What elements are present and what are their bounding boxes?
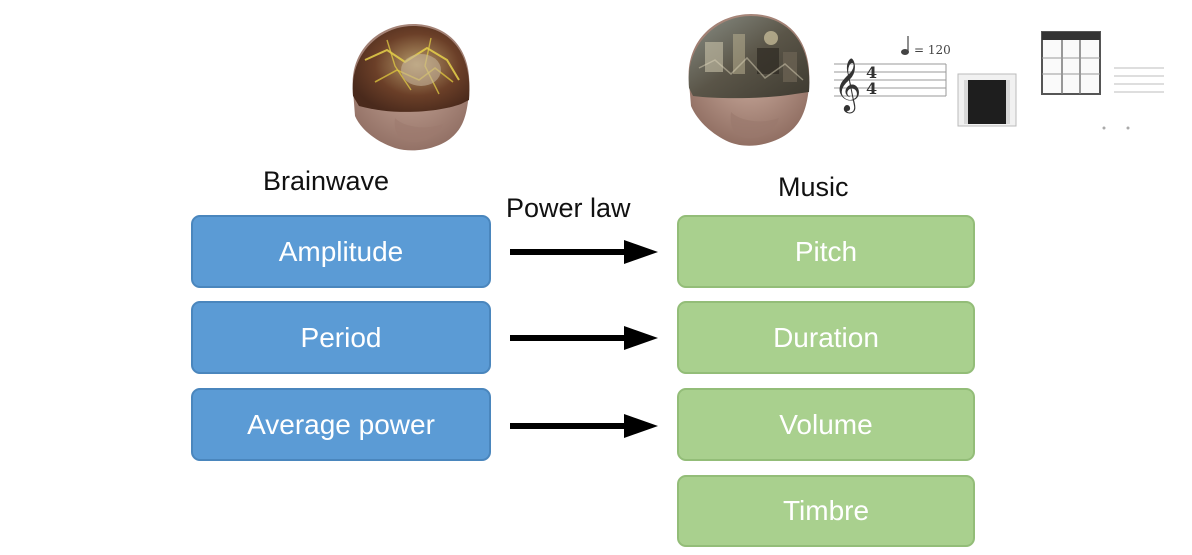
music-box-label: Volume xyxy=(779,408,873,440)
brainwave-box-label: Amplitude xyxy=(278,235,404,267)
arrow-period-to-duration xyxy=(510,326,658,350)
brainwave-box-amplitude: Amplitude xyxy=(191,215,491,288)
music-head-icon xyxy=(688,14,810,146)
arrow-average-power-to-volume xyxy=(510,414,658,438)
brainwave-box-average-power: Average power xyxy=(191,388,491,461)
music-box-pitch: Pitch xyxy=(677,215,975,288)
brain-activity-head-icon xyxy=(352,24,470,151)
music-score-icon: 𝄞 4 4 = 120 xyxy=(834,31,1164,130)
music-header: Music xyxy=(778,172,849,202)
music-box-timbre: Timbre xyxy=(677,475,975,547)
svg-text:𝄞: 𝄞 xyxy=(834,57,861,113)
svg-text:4: 4 xyxy=(866,63,877,82)
music-box-label: Pitch xyxy=(794,235,858,267)
svg-text:= 120: = 120 xyxy=(914,43,951,57)
arrow-amplitude-to-pitch xyxy=(510,240,658,264)
power-law-label: Power law xyxy=(506,193,631,223)
brainwave-box-label: Average power xyxy=(247,408,435,440)
music-box-duration: Duration xyxy=(677,301,975,374)
brainwave-box-period: Period xyxy=(191,301,491,374)
music-box-label: Timbre xyxy=(782,495,870,526)
music-box-volume: Volume xyxy=(677,388,975,461)
svg-text:4: 4 xyxy=(866,79,877,98)
brainwave-box-label: Period xyxy=(300,321,382,353)
brainwave-header: Brainwave xyxy=(263,166,390,196)
music-box-label: Duration xyxy=(773,321,879,353)
